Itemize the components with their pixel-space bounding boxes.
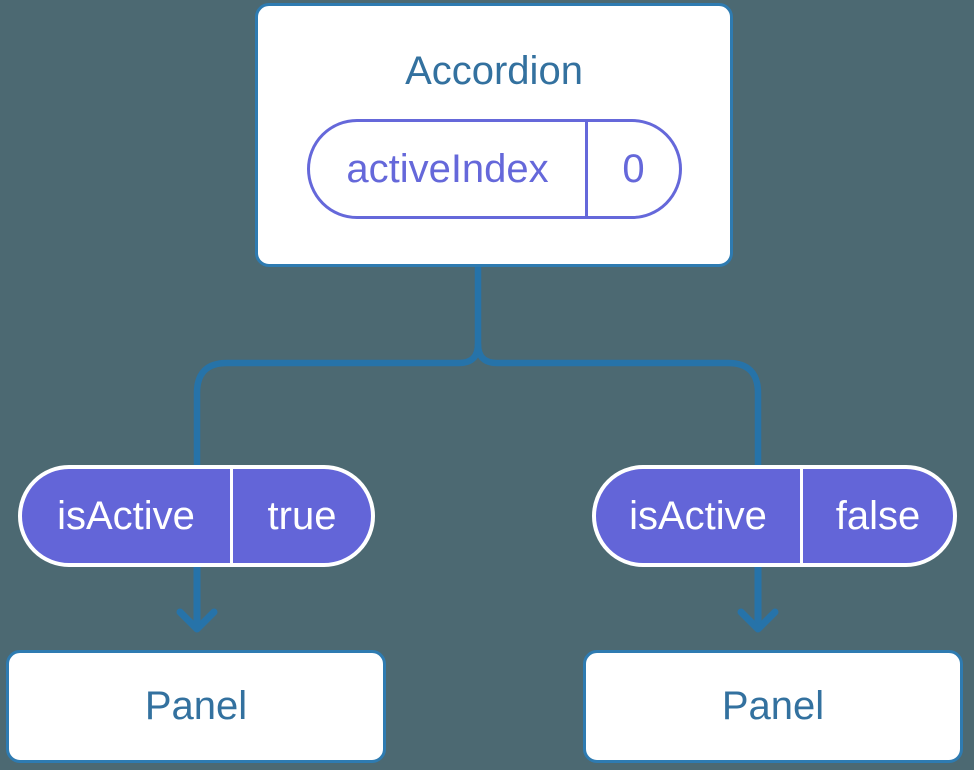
state-value-label: 0 (622, 146, 645, 191)
prop-value-label: false (835, 493, 921, 538)
tree-branch-right (474, 343, 762, 466)
panel-component-right: Panel (583, 650, 963, 763)
prop-pill-isactive-true: isActive true (18, 465, 375, 567)
arrow-left-head (176, 608, 218, 633)
prop-value-label: true (267, 493, 337, 538)
prop-name-label: isActive (22, 469, 233, 563)
tree-branch-left (193, 343, 482, 466)
panel-component-left: Panel (6, 650, 386, 763)
prop-pill-isactive-false: isActive false (592, 465, 957, 567)
arrow-right-head (737, 608, 779, 633)
state-name-label: activeIndex (310, 122, 588, 216)
accordion-title: Accordion (405, 49, 583, 93)
state-pill-activeindex: activeIndex 0 (307, 119, 682, 219)
accordion-component-card: Accordion activeIndex 0 (255, 3, 733, 267)
prop-name-label: isActive (596, 469, 803, 563)
